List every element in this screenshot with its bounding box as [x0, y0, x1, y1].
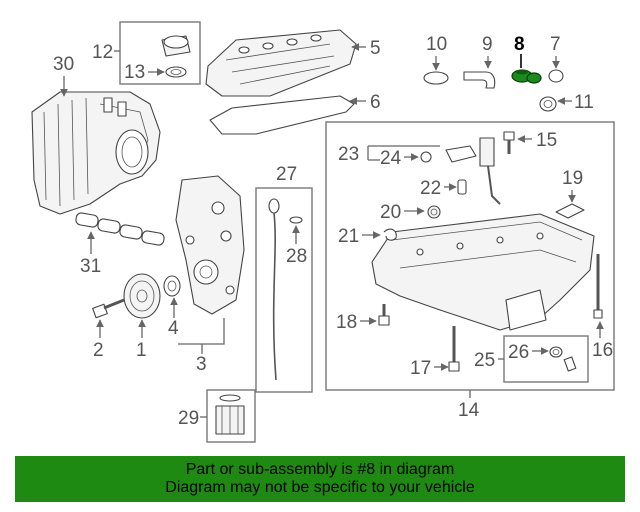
callout-16: 16: [592, 340, 613, 361]
callout-13: 13: [124, 62, 145, 83]
callout-17: 17: [410, 358, 431, 379]
bolt-part-17: [448, 326, 460, 372]
callout-6: 6: [370, 92, 381, 113]
bolt-part-16: [593, 254, 603, 319]
callout-2: 2: [93, 340, 104, 361]
front-seal-part: [163, 275, 181, 297]
cap-part-7: [548, 69, 564, 83]
callout-19: 19: [562, 168, 583, 189]
callout-21: 21: [338, 226, 359, 247]
callout-3: 3: [196, 354, 207, 375]
drain-plug-part: [549, 346, 577, 372]
callout-31: 31: [80, 256, 101, 277]
banner-line-1: Part or sub-assembly is #8 in diagram: [185, 461, 455, 478]
pulley-bolt-part: [92, 298, 125, 319]
callout-24: 24: [380, 148, 402, 169]
callout-20: 20: [380, 202, 401, 223]
callout-10: 10: [426, 34, 447, 55]
dipstick-group-box: [255, 187, 313, 393]
oil-filler-cap-part: [161, 35, 191, 78]
callout-22: 22: [420, 178, 441, 199]
callout-27: 27: [276, 164, 297, 185]
callout-18: 18: [336, 312, 357, 333]
clip-part-21: [383, 228, 397, 241]
callout-26: 26: [508, 342, 529, 363]
callout-25: 25: [474, 350, 495, 371]
banner-line-2: Diagram may not be specific to your vehi…: [165, 479, 475, 496]
hose-part-9: [463, 71, 496, 89]
parts-diagram: 30 31 12 13 5 6: [31, 21, 615, 443]
oil-filter-group-box: [206, 389, 256, 443]
callout-9: 9: [482, 34, 493, 55]
timing-cover-part: [175, 175, 245, 315]
bolt-part-15: [503, 131, 515, 154]
seal-part-11: [539, 96, 557, 112]
callout-5: 5: [370, 38, 381, 59]
callout-4: 4: [168, 318, 179, 339]
valve-cover-gasket-part: [209, 95, 355, 135]
callout-23: 23: [338, 144, 359, 165]
callout-28: 28: [286, 246, 307, 267]
callout-1: 1: [136, 340, 147, 361]
plug-part-10: [423, 71, 449, 85]
callout-12: 12: [92, 42, 113, 63]
highlighted-part-8: [511, 69, 542, 84]
valve-cover-part: [205, 29, 357, 97]
callout-29: 29: [178, 408, 199, 429]
intake-gasket-part: [75, 212, 165, 246]
oil-filter-part: [215, 394, 245, 435]
crank-pulley-part: [123, 273, 161, 319]
callout-14: 14: [458, 400, 480, 421]
dipstick-part: [268, 198, 303, 381]
callout-30: 30: [53, 54, 74, 75]
o-ring-part-24: [420, 151, 432, 163]
bolt-part-18: [378, 304, 390, 326]
part-info-banner: Part or sub-assembly is #8 in diagram Di…: [15, 456, 625, 502]
baffle-part-19: [555, 203, 585, 219]
filler-cap-group-box: [119, 21, 201, 85]
callout-15: 15: [536, 130, 557, 151]
pickup-tube-part: [445, 137, 501, 205]
callout-11: 11: [574, 92, 594, 113]
callout-7: 7: [550, 34, 561, 55]
plug-part-20: [427, 205, 441, 219]
callout-8: 8: [514, 34, 525, 55]
intake-manifold-part: [31, 91, 161, 215]
oil-pan-part: [371, 213, 595, 331]
tube-part-22: [457, 179, 467, 195]
